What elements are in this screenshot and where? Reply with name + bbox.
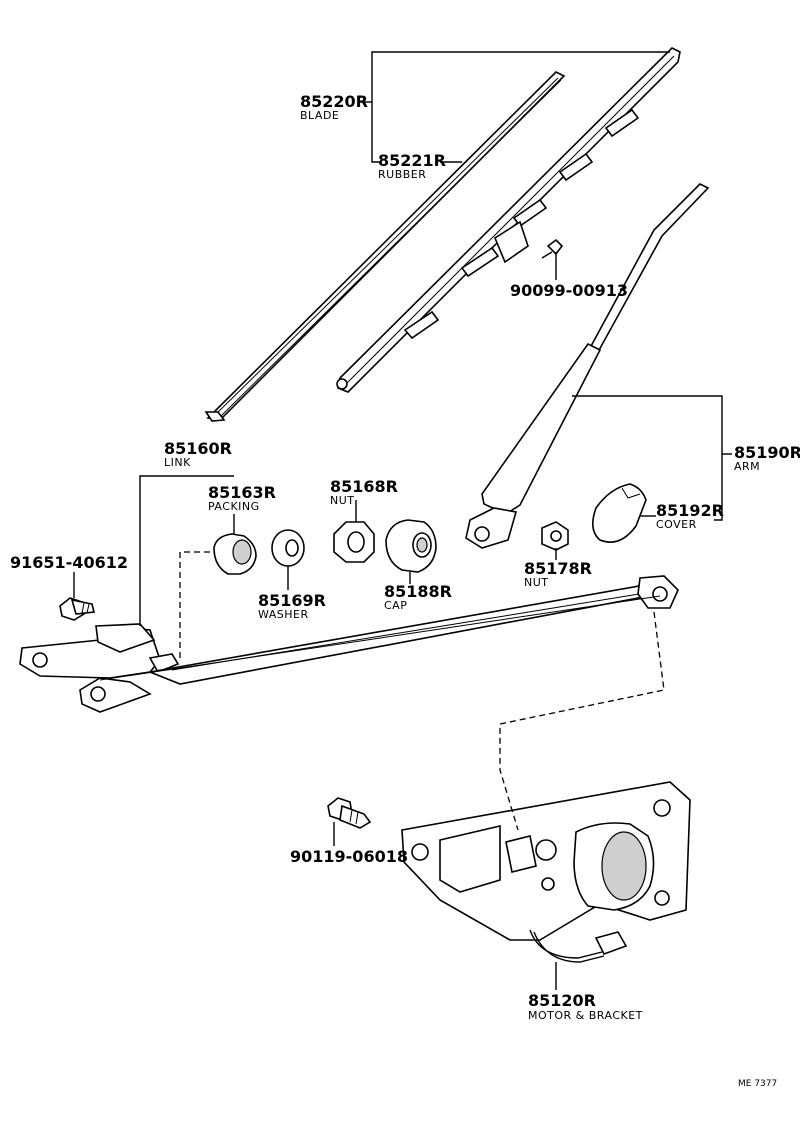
assembly-dashed-lines: [179, 551, 665, 831]
washer-85169R-drawing[interactable]: [271, 529, 305, 567]
screw-90099-00913-drawing[interactable]: [541, 238, 564, 259]
part-description: COVER: [656, 518, 697, 531]
callout-rubber: 85221R RUBBER: [378, 151, 446, 181]
part-description: ARM: [734, 460, 760, 473]
part-description: NUT: [524, 576, 549, 589]
callout-cover: 85192R COVER: [656, 501, 724, 531]
figure-code: ME 7377: [738, 1079, 777, 1089]
bolt-91651-40612-drawing[interactable]: [59, 597, 95, 621]
cap-85188R-drawing[interactable]: [385, 519, 437, 573]
part-number: 90099-00913: [510, 281, 628, 300]
wiper-link-drawing[interactable]: [19, 575, 679, 713]
part-description: PACKING: [208, 500, 260, 513]
callout-cap: 85188R CAP: [384, 582, 452, 612]
motor-bracket-drawing[interactable]: [401, 781, 691, 963]
part-number: 85188R: [384, 582, 452, 601]
part-description: MOTOR & BRACKET: [528, 1009, 643, 1022]
nut-85178R-drawing[interactable]: [541, 521, 569, 551]
callout-packing: 85163R PACKING: [208, 483, 276, 513]
callout-arm: 85190R ARM: [734, 443, 800, 473]
part-number: 85192R: [656, 501, 724, 520]
wiper-blade-drawing[interactable]: [204, 71, 566, 422]
callout-motor: 85120R MOTOR & BRACKET: [528, 991, 643, 1022]
part-number: 85120R: [528, 991, 596, 1010]
part-description: BLADE: [300, 109, 339, 122]
part-number: 85190R: [734, 443, 800, 462]
bolt-90119-06018-drawing[interactable]: [327, 797, 372, 829]
part-number: 85163R: [208, 483, 276, 502]
part-number: 90119-06018: [290, 847, 408, 866]
packing-85163R-drawing[interactable]: [213, 533, 257, 575]
callout-washer: 85169R WASHER: [258, 591, 326, 621]
part-number: 85221R: [378, 151, 446, 170]
wiper-arm-drawing[interactable]: [465, 183, 710, 549]
callout-link: 85160R LINK: [164, 439, 232, 469]
arm-cover-drawing[interactable]: [592, 483, 647, 543]
callout-nut-85168R: 85168R NUT: [330, 477, 398, 507]
nut-85168R-drawing[interactable]: [333, 521, 375, 563]
part-description: NUT: [330, 494, 355, 507]
part-number: 85169R: [258, 591, 326, 610]
part-description: WASHER: [258, 608, 309, 621]
callout-blade: 85220R BLADE: [300, 92, 368, 122]
callout-bolt-90119: 90119-06018: [290, 847, 408, 866]
part-description: LINK: [164, 456, 191, 469]
part-number: 91651-40612: [10, 553, 128, 572]
part-number: 85168R: [330, 477, 398, 496]
part-number: 85178R: [524, 559, 592, 578]
part-description: CAP: [384, 599, 407, 612]
part-number: 85160R: [164, 439, 232, 458]
part-number: 85220R: [300, 92, 368, 111]
leader-lines: [73, 51, 732, 990]
callout-bolt-91651: 91651-40612: [10, 553, 128, 572]
callout-screw: 90099-00913: [510, 281, 628, 300]
callout-nut-85178R: 85178R NUT: [524, 559, 592, 589]
wiper-rubber-drawing[interactable]: [336, 47, 681, 393]
part-description: RUBBER: [378, 168, 426, 181]
